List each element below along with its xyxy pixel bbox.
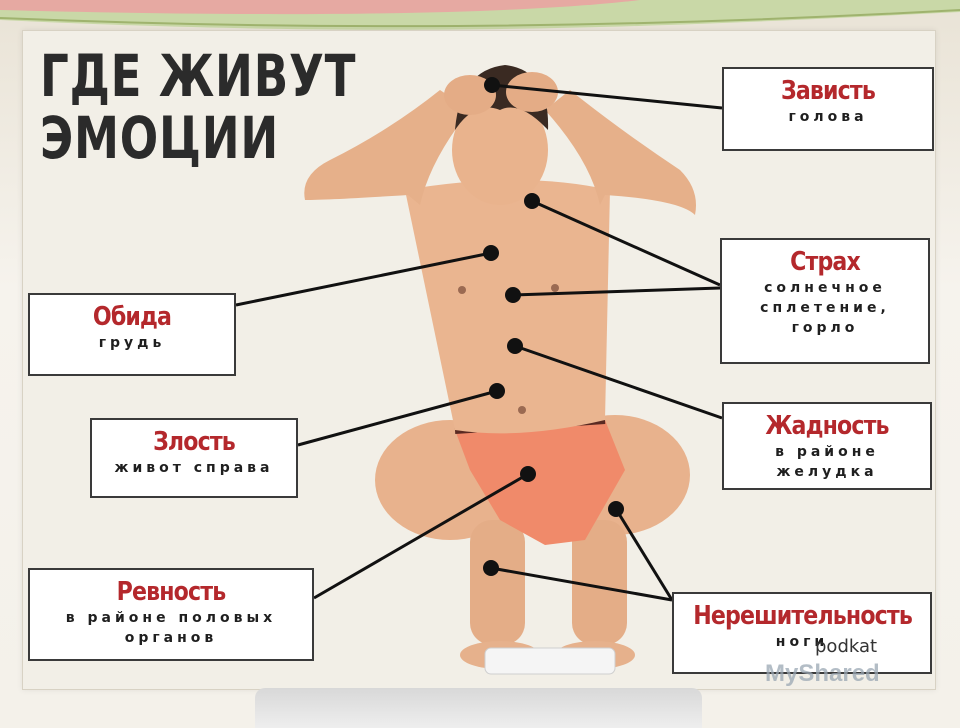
myshared-watermark: MyShared [765,660,880,687]
emotion-name: Жадность [765,411,889,441]
callout-zlost: Злость живот справа [90,418,298,498]
right-shin [572,520,627,645]
emotion-name: Зависть [780,76,876,106]
callout-obida: Обида грудь [28,293,236,376]
marker-solar-plexus [505,287,521,303]
torso [405,180,610,434]
marker-belly-right [489,383,505,399]
head [452,95,548,205]
body-location: грудь [98,335,166,351]
body-location: ноги [775,634,829,650]
marker-right-knee [608,501,624,517]
shorts [455,420,625,545]
right-arm [545,90,696,215]
emotion-name: Страх [790,247,861,277]
marker-chest [483,245,499,261]
emotion-name: Злость [153,427,236,457]
body-location: голова [788,109,868,125]
left-shin [470,520,525,645]
body-location: солнечное сплетение, горло [760,280,890,336]
left-arm [304,90,470,205]
leader-strah-throat [531,199,721,287]
podkat-watermark: podkat [815,636,878,657]
emotion-name: Обида [92,302,172,332]
leader-zavist [491,83,723,110]
leader-revnost [313,472,529,600]
callout-strah: Страх солнечное сплетение, горло [720,238,930,364]
callout-nereshitelnost: Нерешительность ноги [672,592,932,674]
infographic-title: ГДЕ ЖИВУТ ЭМОЦИИ [40,42,357,172]
callout-zavist: Зависть голова [722,67,934,151]
leader-obida [235,251,492,307]
body-location: в районе половых органов [65,610,277,646]
decorative-swoosh [0,0,960,30]
emotion-name: Нерешительность [693,601,913,631]
marker-stomach [507,338,523,354]
marker-left-leg [483,560,499,576]
leader-nereshit-right [614,508,674,601]
emotion-name: Ревность [116,577,227,607]
scale-platform [484,647,616,675]
body-location: живот справа [114,460,274,476]
right-hand [506,72,558,112]
callout-zhadnost: Жадность в районе желудка [722,402,932,490]
slide-footer-bar [255,688,702,728]
left-hand [444,75,496,115]
callout-revnost: Ревность в районе половых органов [28,568,314,661]
leader-zhadnost [514,344,723,420]
marker-head [484,77,500,93]
marker-throat [524,193,540,209]
leader-zlost [297,389,498,447]
body-location: в районе желудка [775,444,879,480]
leader-strah-chest [512,286,721,297]
marker-groin [520,466,536,482]
leader-nereshit-left [490,566,673,602]
